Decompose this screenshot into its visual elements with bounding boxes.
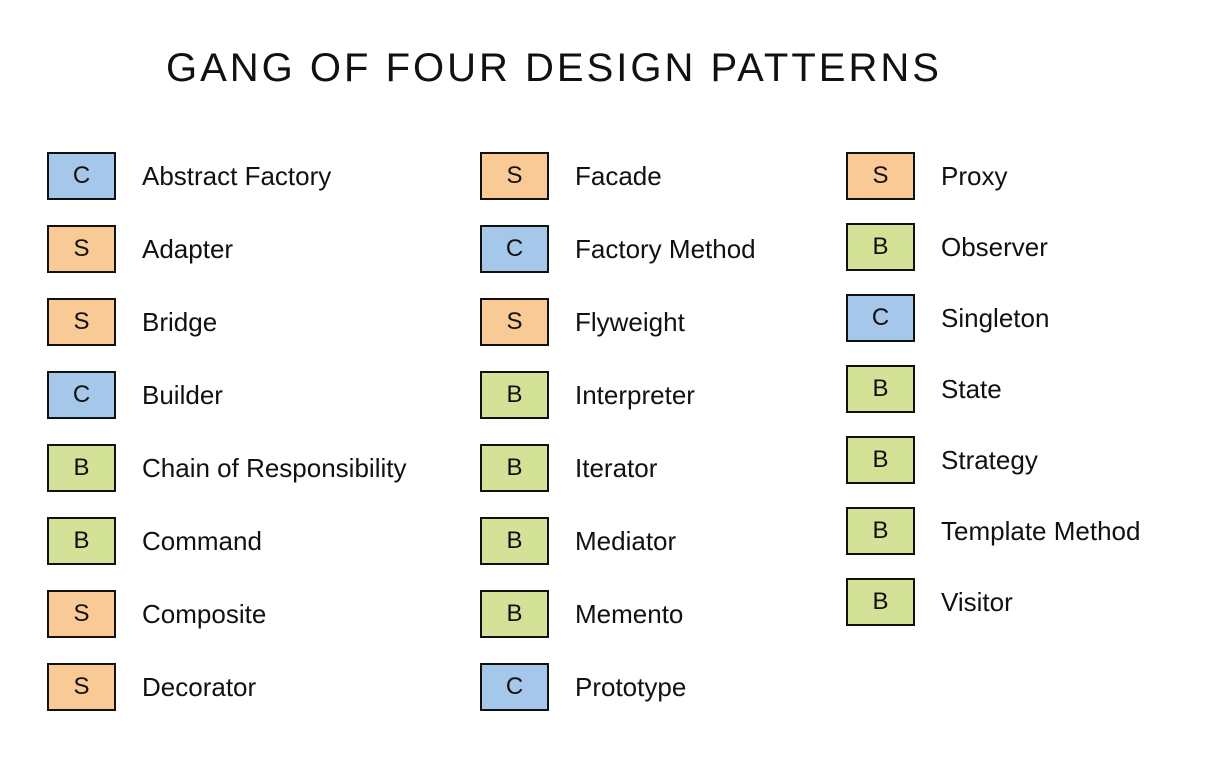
pattern-item-state: B State (846, 363, 1140, 415)
category-badge: B (846, 365, 915, 413)
category-badge: B (846, 578, 915, 626)
pattern-name: Strategy (941, 444, 1038, 475)
pattern-name: Visitor (941, 586, 1013, 617)
pattern-name: Interpreter (575, 379, 695, 410)
category-badge: C (480, 663, 549, 711)
pattern-name: Observer (941, 231, 1048, 262)
pattern-name: Chain of Responsibility (142, 452, 407, 483)
pattern-item-decorator: S Decorator (47, 661, 406, 713)
pattern-column-3: S Proxy B Observer C Singleton B State B… (846, 150, 1140, 647)
pattern-name: Builder (142, 379, 223, 410)
category-badge: S (47, 298, 116, 346)
pattern-item-bridge: S Bridge (47, 296, 406, 348)
category-badge: B (47, 517, 116, 565)
pattern-item-proxy: S Proxy (846, 150, 1140, 202)
category-badge: B (47, 444, 116, 492)
pattern-item-interpreter: B Interpreter (480, 369, 756, 421)
pattern-name: Adapter (142, 233, 234, 264)
category-badge: B (480, 590, 549, 638)
pattern-name: Abstract Factory (142, 160, 332, 191)
pattern-name: Proxy (941, 160, 1008, 191)
pattern-column-2: S Facade C Factory Method S Flyweight B … (480, 150, 756, 734)
category-badge: B (846, 223, 915, 271)
pattern-name: Mediator (575, 525, 677, 556)
pattern-name: Iterator (575, 452, 658, 483)
pattern-item-adapter: S Adapter (47, 223, 406, 275)
pattern-name: Facade (575, 160, 662, 191)
pattern-name: Command (142, 525, 262, 556)
pattern-item-command: B Command (47, 515, 406, 567)
category-badge: B (480, 517, 549, 565)
pattern-item-abstract-factory: C Abstract Factory (47, 150, 406, 202)
pattern-item-factory-method: C Factory Method (480, 223, 756, 275)
category-badge: S (47, 225, 116, 273)
category-badge: S (47, 590, 116, 638)
pattern-name: State (941, 373, 1002, 404)
pattern-name: Flyweight (575, 306, 685, 337)
category-badge: B (846, 436, 915, 484)
category-badge: S (480, 298, 549, 346)
category-badge: B (846, 507, 915, 555)
pattern-item-singleton: C Singleton (846, 292, 1140, 344)
pattern-name: Template Method (941, 515, 1141, 546)
page-title: GANG OF FOUR DESIGN PATTERNS (166, 46, 942, 90)
category-badge: C (846, 294, 915, 342)
category-badge: B (480, 444, 549, 492)
pattern-item-iterator: B Iterator (480, 442, 756, 494)
category-badge: C (480, 225, 549, 273)
pattern-item-prototype: C Prototype (480, 661, 756, 713)
pattern-item-observer: B Observer (846, 221, 1140, 273)
pattern-item-memento: B Memento (480, 588, 756, 640)
pattern-name: Singleton (941, 302, 1050, 333)
pattern-item-flyweight: S Flyweight (480, 296, 756, 348)
pattern-name: Bridge (142, 306, 218, 337)
category-badge: S (47, 663, 116, 711)
pattern-name: Prototype (575, 671, 687, 702)
pattern-name: Decorator (142, 671, 257, 702)
category-badge: S (480, 152, 549, 200)
pattern-item-mediator: B Mediator (480, 515, 756, 567)
category-badge: C (47, 152, 116, 200)
category-badge: S (846, 152, 915, 200)
pattern-column-1: C Abstract Factory S Adapter S Bridge C … (47, 150, 406, 734)
pattern-name: Memento (575, 598, 684, 629)
pattern-item-template-method: B Template Method (846, 505, 1140, 557)
category-badge: B (480, 371, 549, 419)
pattern-item-strategy: B Strategy (846, 434, 1140, 486)
pattern-name: Factory Method (575, 233, 756, 264)
pattern-item-chain-of-responsibility: B Chain of Responsibility (47, 442, 406, 494)
pattern-item-visitor: B Visitor (846, 576, 1140, 628)
pattern-name: Composite (142, 598, 267, 629)
pattern-item-composite: S Composite (47, 588, 406, 640)
category-badge: C (47, 371, 116, 419)
pattern-item-facade: S Facade (480, 150, 756, 202)
pattern-item-builder: C Builder (47, 369, 406, 421)
